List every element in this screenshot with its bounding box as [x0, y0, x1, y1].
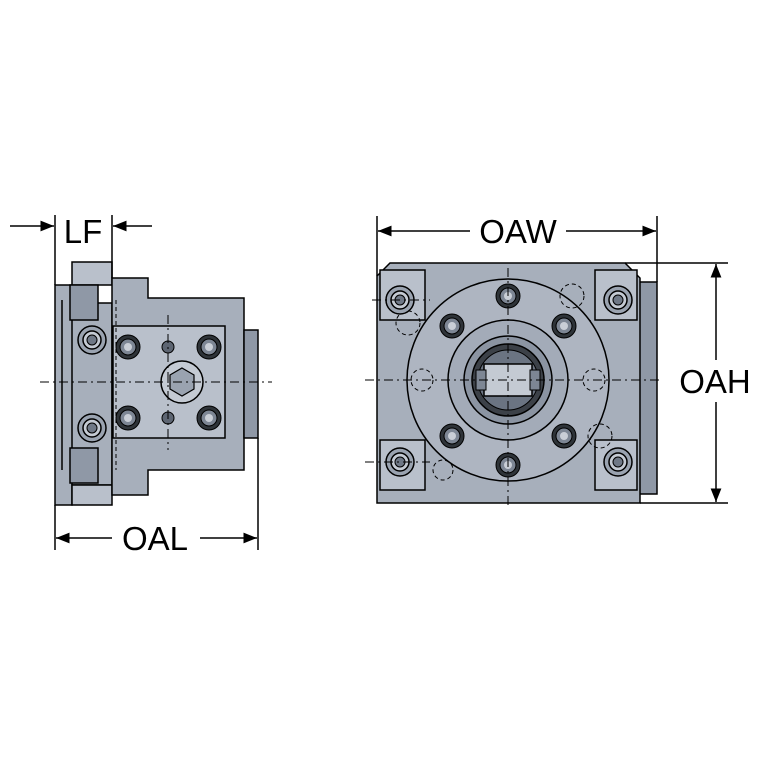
- front-view: [365, 262, 660, 505]
- dimension-oah-label: OAH: [679, 363, 751, 400]
- front-corner-screw-icon: [603, 447, 633, 477]
- side-flange-lip-bottom: [71, 484, 113, 506]
- dimension-lf: LF: [10, 213, 152, 285]
- dimension-oal: OAL: [54, 438, 259, 557]
- dimension-oaw-label: OAW: [479, 213, 557, 250]
- side-nose: [243, 329, 259, 439]
- side-screw-icon: [77, 413, 107, 443]
- dimension-lf-label: LF: [64, 213, 103, 250]
- front-corner-screw-icon: [603, 285, 633, 315]
- front-bolt-icon: [439, 423, 465, 449]
- side-bolt-icon: [196, 334, 222, 360]
- side-bolt-icon: [115, 405, 141, 431]
- front-bolt-icon: [551, 313, 577, 339]
- front-bolt-icon: [551, 423, 577, 449]
- side-flange-lip: [71, 261, 113, 286]
- side-view: [40, 261, 272, 506]
- side-screw-icon: [77, 325, 107, 355]
- dimension-oaw: OAW: [376, 213, 658, 282]
- dimension-oal-label: OAL: [122, 520, 188, 557]
- side-bolt-icon: [196, 405, 222, 431]
- dimension-oah: OAH: [625, 262, 751, 504]
- front-bolt-icon: [439, 313, 465, 339]
- side-bolt-icon: [115, 334, 141, 360]
